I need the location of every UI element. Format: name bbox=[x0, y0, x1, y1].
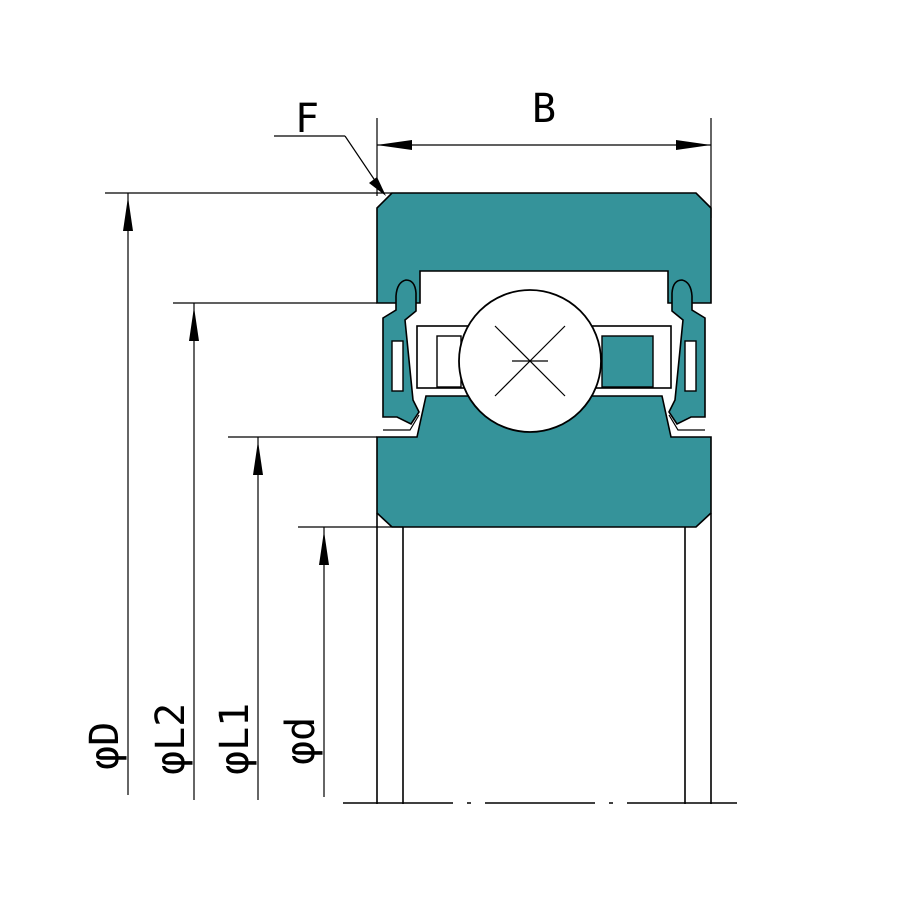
land-diameter-1-dimension: φL1 bbox=[212, 436, 377, 800]
seal-left-insert bbox=[391, 340, 404, 392]
land-diameter-2-label: φL2 bbox=[148, 703, 194, 775]
bore-lines bbox=[376, 513, 712, 804]
bore-diameter-dimension: φd bbox=[278, 526, 403, 797]
width-dimension: B bbox=[376, 86, 712, 218]
cage-pocket-right bbox=[601, 335, 654, 388]
outer-diameter-label: φD bbox=[82, 722, 128, 770]
ball bbox=[458, 289, 602, 433]
land-diameter-2-dimension: φL2 bbox=[148, 302, 377, 800]
seal-left bbox=[382, 279, 420, 431]
width-arrow-right bbox=[676, 140, 711, 150]
width-arrow-left bbox=[377, 140, 412, 150]
land-diameter-1-arrow bbox=[253, 441, 263, 475]
chamfer-arrow bbox=[369, 177, 386, 196]
outer-diameter-dimension: φD bbox=[82, 192, 392, 795]
width-label: B bbox=[532, 86, 556, 132]
seal-right-lip bbox=[668, 414, 705, 431]
bore-diameter-label: φd bbox=[278, 717, 324, 765]
land-diameter-2-arrow bbox=[189, 307, 199, 341]
outer-diameter-arrow bbox=[123, 197, 133, 231]
cage-pocket-left bbox=[436, 335, 462, 388]
chamfer-label: F bbox=[295, 96, 319, 142]
chamfer-leader: F bbox=[274, 96, 386, 196]
seal-right bbox=[668, 279, 706, 431]
outer-ring bbox=[376, 192, 712, 304]
land-diameter-1-label: φL1 bbox=[212, 703, 258, 775]
seal-left-lip bbox=[383, 414, 420, 431]
bore-diameter-arrow bbox=[319, 531, 329, 565]
inner-ring bbox=[376, 395, 712, 528]
seal-right-insert bbox=[684, 340, 697, 392]
